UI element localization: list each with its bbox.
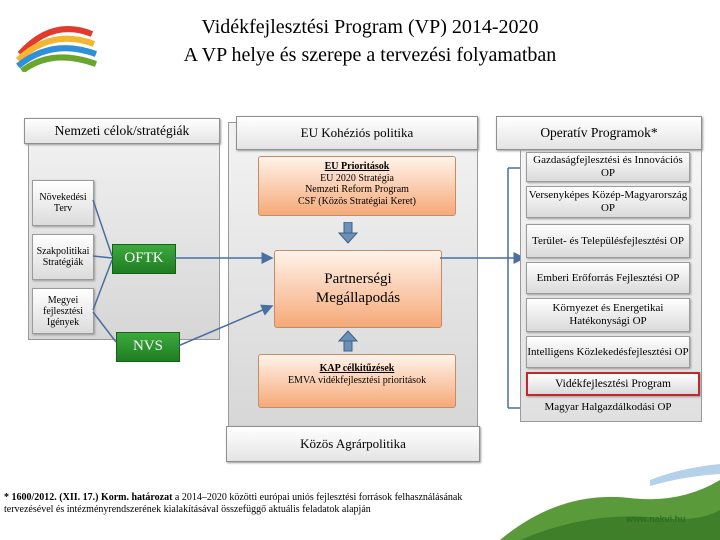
partnership-line2: Megállapodás: [315, 290, 401, 306]
op-item-intelligens: Intelligens Közlekedésfejlesztési OP: [526, 336, 690, 368]
middle-heading: EU Kohéziós politika: [236, 116, 478, 150]
footnote: * 1600/2012. (XII. 17.) Korm. határozat …: [4, 492, 504, 516]
kap-title: KAP célkitűzések: [319, 363, 395, 374]
left-heading: Nemzeti célok/stratégiák: [24, 118, 220, 144]
op-item-halgazdalkodasi: Magyar Halgazdálkodási OP: [544, 401, 672, 413]
eu-priorities-line: Nemzeti Reform Program: [305, 184, 409, 195]
page-title: Vidékfejlesztési Program (VP) 2014-2020: [201, 16, 539, 38]
op-item-versenykepes: Versenyképes Közép-Magyarország OP: [526, 186, 690, 218]
left-item-szakpolitikai: Szakpolitikai Stratégiák: [32, 234, 94, 280]
eu-priorities-box: EU Prioritások EU 2020 Stratégia Nemzeti…: [258, 156, 456, 216]
landscape-illustration: [500, 464, 720, 540]
kap-text: EMVA vidékfejlesztési prioritások: [287, 375, 427, 386]
kap-box: KAP célkitűzések EMVA vidékfejlesztési p…: [258, 354, 456, 408]
footnote-bold: * 1600/2012. (XII. 17.) Korm. határozat: [4, 492, 173, 503]
partnership-box: Partnerségi Megállapodás: [274, 250, 442, 328]
website-link[interactable]: www.nakvi.hu: [626, 514, 686, 524]
down-arrow-icon: [338, 222, 358, 244]
partnership-line1: Partnerségi: [324, 271, 392, 287]
page-subtitle: A VP helye és szerepe a tervezési folyam…: [183, 44, 557, 66]
op-item-terulet: Terület- és Településfejlesztési OP: [526, 224, 690, 258]
logo-icon: [15, 26, 98, 72]
footnote-text: a 2014–2020 közötti európai uniós fejles…: [4, 492, 463, 515]
up-arrow-icon: [338, 330, 358, 352]
op-item-emberi-eroforras: Emberi Erőforrás Fejlesztési OP: [526, 262, 690, 294]
left-item-megyei: Megyei fejlesztési Igények: [32, 288, 94, 334]
op-item-kornyezet: Környezet és Energetikai Hatékonysági OP: [526, 298, 690, 332]
eu-priorities-line: CSF (Közös Stratégiai Keret): [297, 195, 417, 207]
op-item-videkfejlesztesi: Vidékfejlesztési Program: [526, 372, 700, 396]
common-agri-policy-box: Közös Agrárpolitika: [226, 426, 480, 462]
right-heading: Operatív Programok*: [496, 116, 702, 150]
op-item-gazdasagfejlesztesi: Gazdaságfejlesztési és Innovációs OP: [526, 152, 690, 182]
eu-priorities-title: EU Prioritások: [324, 161, 390, 172]
oftk-badge: OFTK: [112, 244, 176, 274]
left-item-novekedesi-terv: Növekedési Terv: [32, 180, 94, 226]
nvs-badge: NVS: [116, 332, 180, 362]
eu-priorities-line: EU 2020 Stratégia: [320, 172, 394, 184]
